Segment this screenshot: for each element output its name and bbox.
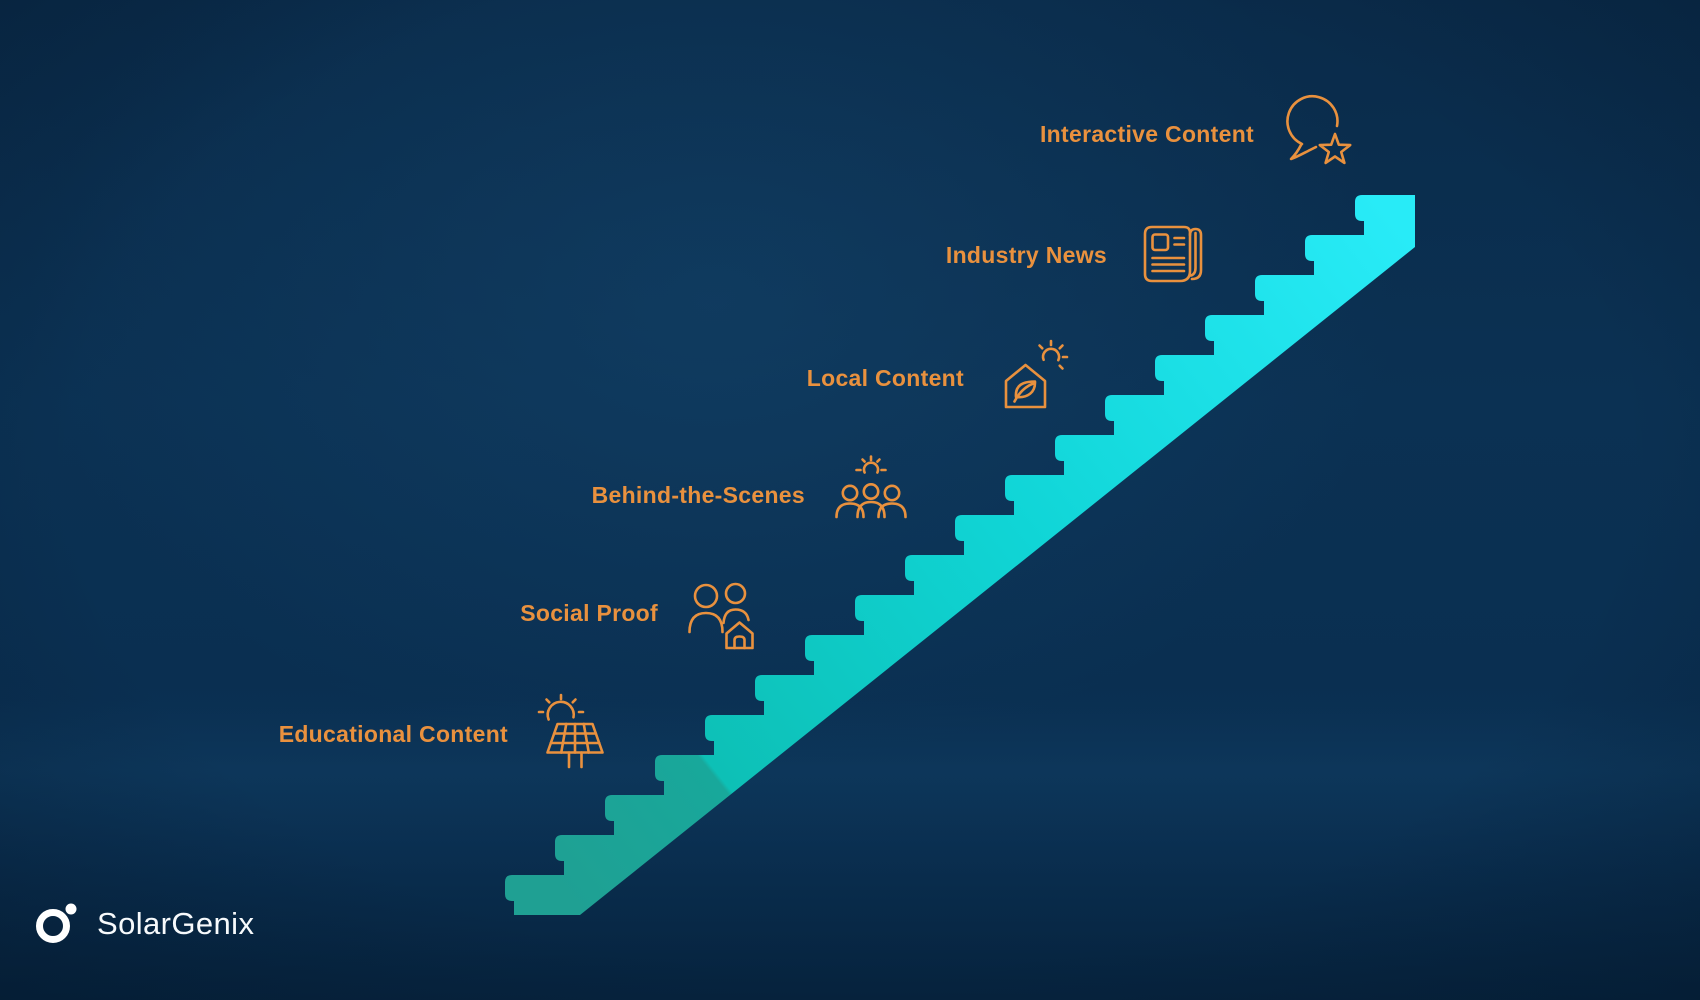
- newspaper-icon: [1143, 225, 1203, 283]
- brand-logo: SolarGenix: [36, 899, 254, 947]
- step-label-interactive-content: Interactive Content: [1040, 89, 1362, 179]
- step-label-text: Behind-the-Scenes: [591, 481, 805, 508]
- step-label-local-content: Local Content: [807, 333, 1072, 423]
- eco-house-sun-icon: [1004, 339, 1069, 409]
- step-label-text: Social Proof: [520, 599, 658, 626]
- step-label-industry-news: Industry News: [946, 210, 1215, 300]
- step-label-social-proof: Social Proof: [520, 568, 766, 658]
- step-label-behind-the-scenes: Behind-the-Scenes: [592, 450, 913, 540]
- step-label-text: Interactive Content: [1039, 120, 1254, 147]
- staircase-shape: [505, 195, 1415, 915]
- brand-name: SolarGenix: [97, 905, 255, 941]
- brand-logo-icon: [36, 903, 77, 943]
- solar-panel-sun-icon: [537, 693, 604, 769]
- team-sun-icon: [835, 455, 907, 519]
- step-label-text: Industry News: [945, 241, 1107, 268]
- step-label-text: Local Content: [806, 364, 964, 391]
- chat-star-icon: [1286, 95, 1352, 165]
- step-label-educational-content: Educational Content: [279, 689, 616, 779]
- step-label-text: Educational Content: [278, 720, 508, 747]
- people-house-icon: [688, 582, 754, 650]
